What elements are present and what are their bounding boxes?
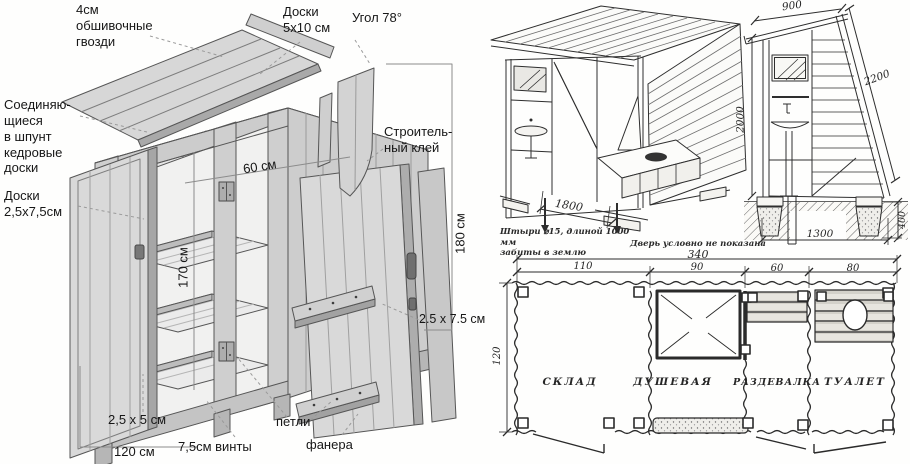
corner-posts [517,286,894,431]
section-dimension-lines [747,3,903,245]
hinge-lower [218,341,235,362]
drain-pipe [787,196,797,245]
sloped-wall [835,13,891,199]
roof [490,5,741,67]
perspective-outhouse-drawing [490,5,747,234]
wall-left [513,282,519,436]
toilet-hole [842,299,868,331]
toilet-bench [814,289,894,343]
dim-120cm-label: 120 см [114,444,155,459]
toilet-hole [645,152,667,162]
section-view-drawing [743,3,908,245]
washbasin [514,118,548,159]
exploded-cabin-drawing [61,13,457,464]
door-note: Дверь условно не показана [630,239,766,249]
dim-60-label: 60 [770,263,784,274]
trim-strips [317,67,375,197]
room-label-storage: СКЛАД [542,376,598,388]
left-wall [762,40,770,198]
door-lock [408,297,417,311]
partition-storage-shower [647,290,653,436]
dim-900 [753,8,842,22]
footing-right [855,206,883,237]
washbasin-section [770,121,810,197]
partition-dressing-toilet [806,290,812,436]
front-frame [504,55,644,219]
door-latch [134,244,145,260]
shelf-and-tap [772,96,809,114]
wall-bottom-1 [511,429,537,435]
hinge-upper [218,181,235,202]
angle-label: Угол 78° [352,10,402,25]
glue-label: Строитель- ный клей [384,124,453,155]
shower-tray [655,289,742,360]
dim-line-60cm [184,156,351,184]
dim-120-plan-label: 120 [492,346,503,366]
window-opening [513,65,547,93]
screws-label: 7,5см винты [178,439,252,454]
dim-2-5x5-label: 2,5 х 5 см [108,412,167,427]
shower-bench [652,417,749,434]
leader-lines [77,35,425,438]
toilet-platform [597,95,701,199]
nails-label: 4см обшивочные гвозди [76,2,153,49]
dim-line-180cm [386,63,453,331]
door-handle [406,252,417,280]
door-swings [532,433,887,454]
stakes-note: Штыри ⌀15, длиной 1000 мм забиты в землю [500,227,630,259]
door-swing-storage [532,433,605,454]
hinges-label: петли [276,414,311,429]
footing-left [756,206,783,237]
window [771,54,809,82]
door-edge-board [417,167,457,423]
door-swing-toilet [813,441,887,454]
exploded-dimension-lines [79,63,453,448]
stake-arrows [541,198,621,234]
dim-340-label: 340 [687,248,709,261]
roof-panel [61,13,335,148]
ridge-board [245,13,335,59]
base-skids [499,186,731,232]
left-door [69,146,158,459]
dim-2000-label: 2000 [734,106,747,133]
room-label-shower: ДУШЕВАЯ [633,376,713,388]
dim-90-label: 90 [690,262,704,273]
upper-batten [291,285,376,329]
lower-batten [295,381,380,425]
dim-110-label: 110 [573,261,593,272]
dim-180cm-label: 180 см [452,213,468,254]
dim-170cm-label: 170 см [175,247,191,288]
wall-top [511,280,897,286]
detached-door [291,163,457,439]
dim-80-label: 80 [846,263,860,274]
door-swing-dressing [755,436,807,450]
boards-5x10-label: Доски 5х10 см [283,4,331,35]
walls [762,13,891,199]
toilet-riser [811,157,857,197]
room-label-toilet: ТУАЛЕТ [824,376,886,388]
floor-plan-drawing [499,254,902,454]
boards-2-5x7-5-label: Доски 2,5х7,5см [4,188,63,219]
slope-planks [812,39,883,185]
tongue-groove-label: Соединяю- щиеся в шпунт кедровые доски [4,97,71,176]
dim-1300-label: 1300 [806,228,834,240]
dim-400-label: 400 [897,210,908,230]
trim-strip-narrow [317,92,333,168]
room-label-dressing: РАЗДЕВАЛКА [733,377,821,388]
plywood-label: фанера [306,437,353,452]
dim-1800 [536,190,617,229]
wall-bottom-4 [811,429,885,435]
wall-bottom-3 [756,429,806,435]
roof-beam [743,13,849,45]
dim-line-120cm [79,366,198,448]
dim-2200 [848,7,896,181]
plan-dimension-lines [499,254,902,437]
dim-2-5x7-5-label: 2.5 х 7.5 см [419,312,486,326]
